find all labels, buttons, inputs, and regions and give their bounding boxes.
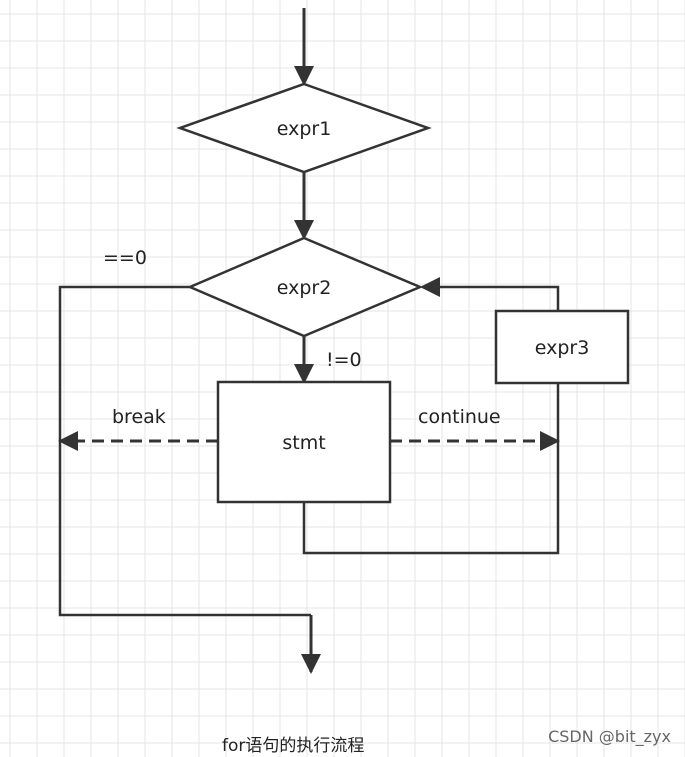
expr3-box [494, 309, 630, 385]
continue-label: continue [418, 406, 501, 428]
expr2-label: expr2 [277, 277, 332, 299]
expr1-label: expr1 [277, 118, 332, 140]
diagram-caption: for语句的执行流程 [222, 736, 365, 756]
expr3-to-expr2-path [420, 277, 560, 311]
break-label: break [112, 406, 166, 428]
csdn-watermark: CSDN @bit_zyx [548, 727, 671, 746]
stmt-label: stmt [282, 432, 325, 454]
exit-path [58, 285, 311, 617]
not-zero-label: !=0 [326, 349, 362, 371]
stmt-box [216, 380, 392, 504]
expr3-label: expr3 [535, 337, 590, 359]
stmt-loop-back-path [302, 383, 560, 555]
eq-zero-label: ==0 [103, 247, 147, 269]
